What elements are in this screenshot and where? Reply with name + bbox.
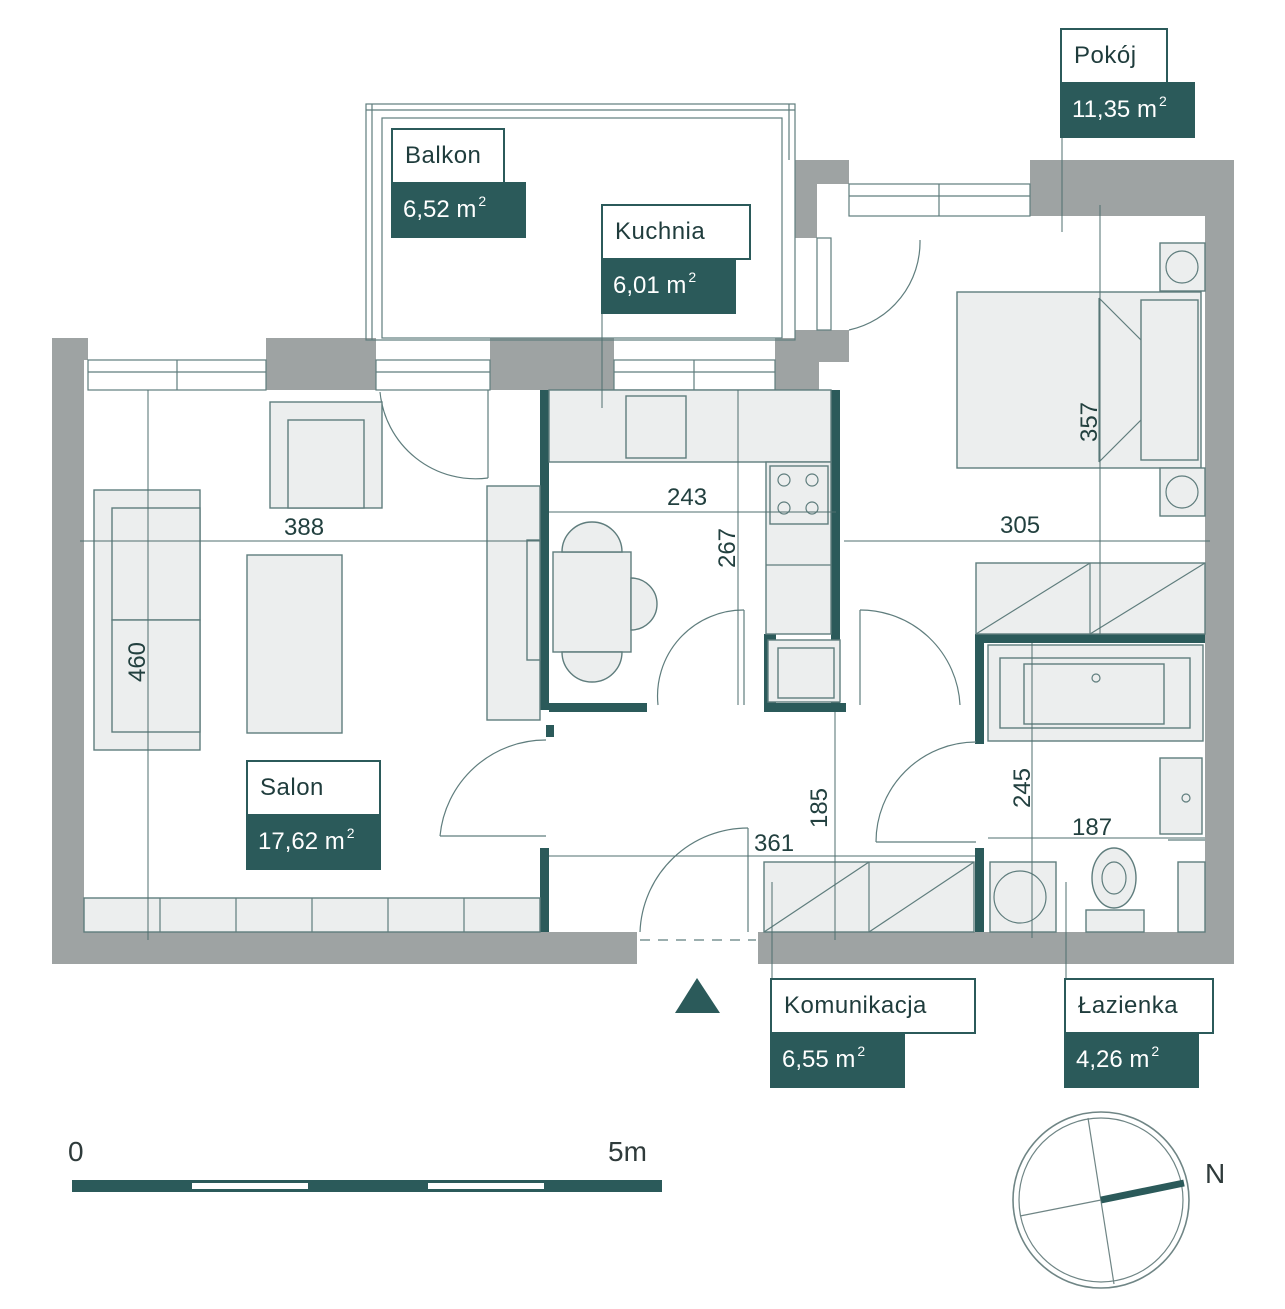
dim-bath-width: 187: [1072, 814, 1113, 841]
dim-hall-depth: 185: [806, 787, 834, 829]
balcony: [365, 103, 796, 341]
dimension-lines: [80, 205, 1210, 940]
outer-walls: [52, 160, 1234, 964]
dim-hall-width: 361: [754, 830, 795, 857]
kitchen-furniture: [548, 389, 841, 703]
leader-lines: [601, 138, 1067, 984]
dim-salon-width: 388: [284, 514, 325, 541]
hall-wardrobe: [763, 861, 975, 933]
room-name: Łazienka: [1064, 978, 1214, 1034]
north-label: N: [1205, 1158, 1226, 1189]
salon-furniture: [83, 401, 541, 933]
dim-kitchen-width: 243: [667, 484, 708, 511]
scale-bar: [72, 1180, 662, 1192]
room-name: Salon: [246, 760, 381, 816]
entrance-marker: [675, 978, 720, 1013]
dim-room-width: 305: [1000, 512, 1041, 539]
dim-salon-depth: 460: [124, 641, 152, 683]
scale-end-label: 5m: [608, 1136, 647, 1167]
room-name: Balkon: [391, 128, 505, 184]
compass-icon: [1012, 1111, 1190, 1289]
room-name: Pokój: [1060, 28, 1168, 84]
dim-kitchen-depth: 267: [714, 527, 742, 569]
bedroom-furniture: [956, 242, 1206, 635]
dim-room-depth: 357: [1076, 401, 1104, 443]
room-name: Kuchnia: [601, 204, 751, 260]
room-name: Komunikacja: [770, 978, 976, 1034]
windows: [87, 183, 1031, 391]
scale-start-label: 0: [68, 1136, 84, 1167]
doors: [379, 239, 977, 941]
dim-bath-depth: 245: [1009, 767, 1037, 809]
